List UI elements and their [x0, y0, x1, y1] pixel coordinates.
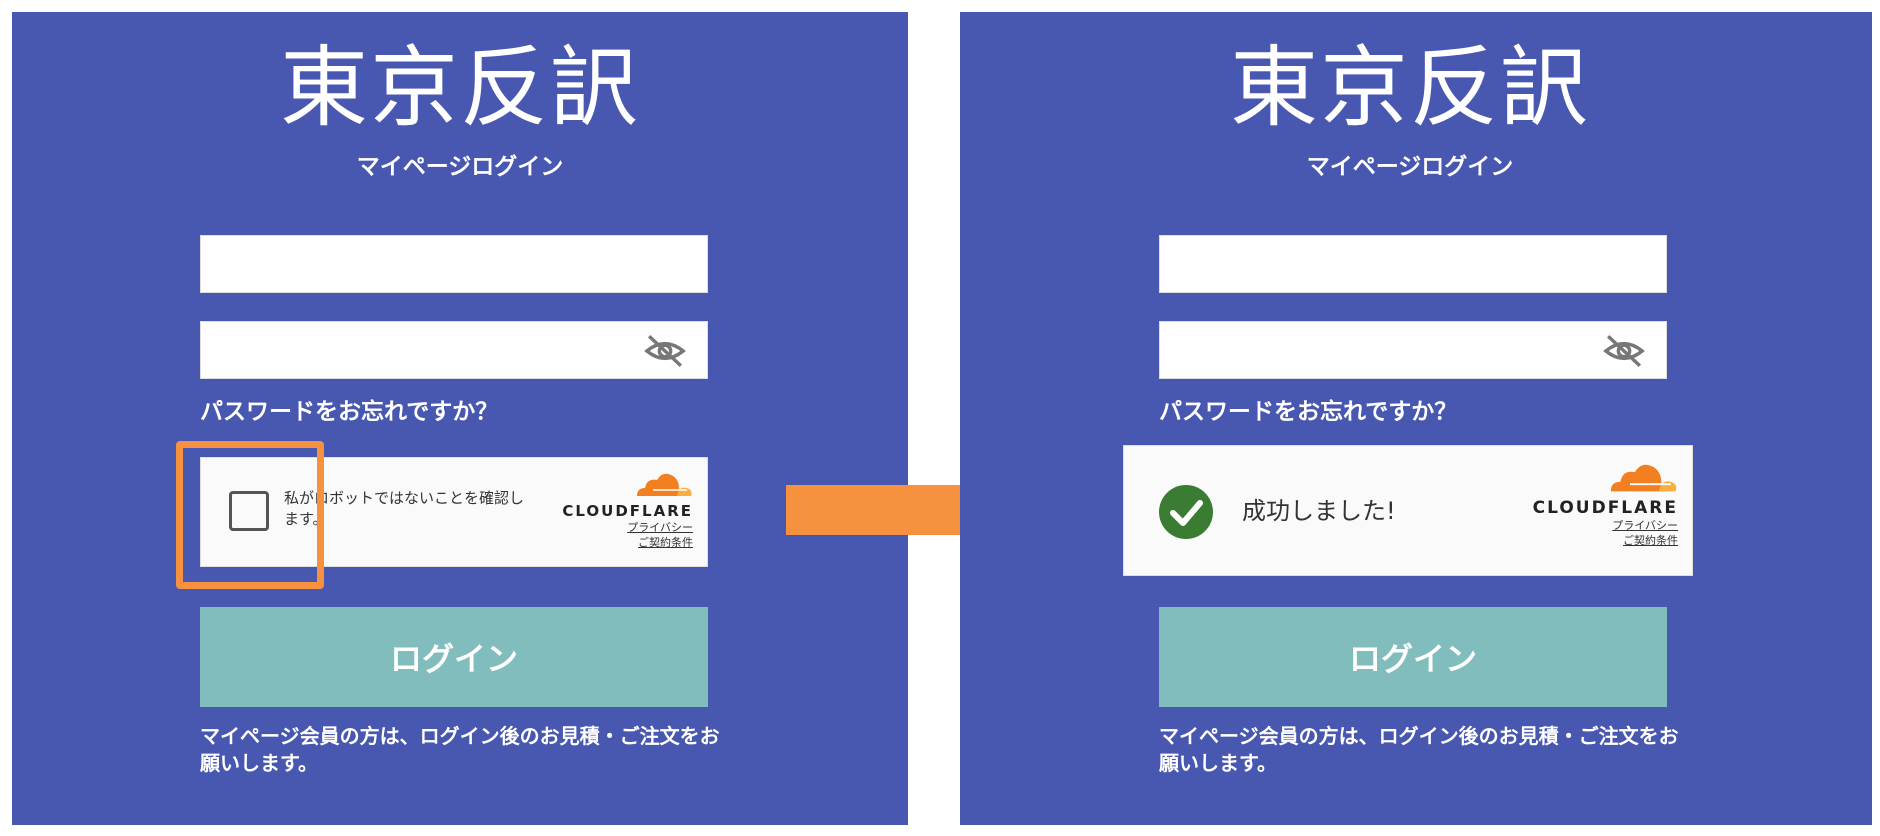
- highlight-box: [176, 441, 324, 589]
- cloudflare-branding: CLOUDFLARE プライバシー ご契約条件: [1533, 460, 1678, 548]
- login-note: マイページ会員の方は、ログイン後のお見積・ご注文をお願いします。: [1159, 724, 1679, 775]
- login-button[interactable]: ログイン: [1159, 607, 1667, 707]
- login-panel-after: 東京反訳 マイページログイン パスワードをお忘れですか？ 成功しました! CLO…: [960, 12, 1872, 825]
- login-button[interactable]: ログイン: [200, 607, 708, 707]
- eye-off-icon[interactable]: [1600, 334, 1648, 368]
- username-input[interactable]: [1159, 235, 1667, 293]
- captcha-label: 私がロボットではないことを確認します。: [284, 489, 525, 528]
- brand-logo: 東京反訳: [1229, 36, 1590, 139]
- page-subtitle: マイページログイン: [356, 154, 564, 180]
- privacy-link[interactable]: プライバシー: [1612, 519, 1678, 532]
- privacy-link[interactable]: プライバシー: [627, 521, 693, 534]
- cloudflare-cloud-icon: [633, 470, 693, 498]
- password-input[interactable]: [200, 321, 708, 379]
- forgot-password-link[interactable]: パスワードをお忘れですか？: [1159, 399, 1458, 425]
- login-note: マイページ会員の方は、ログイン後のお見積・ご注文をお願いします。: [200, 724, 720, 775]
- terms-link[interactable]: ご契約条件: [1623, 534, 1678, 547]
- captcha-checkbox[interactable]: [229, 491, 269, 531]
- turnstile-widget: 私がロボットではないことを確認します。 CLOUDFLARE プライバシー ご契…: [200, 457, 708, 567]
- page-subtitle: マイページログイン: [1306, 154, 1514, 180]
- turnstile-widget-success: 成功しました! CLOUDFLARE プライバシー ご契約条件: [1123, 445, 1693, 576]
- cloudflare-cloud-icon: [1606, 460, 1678, 494]
- password-input[interactable]: [1159, 321, 1667, 379]
- captcha-success-label: 成功しました!: [1242, 497, 1396, 525]
- arrow-right-icon: [786, 455, 1090, 563]
- cloudflare-branding: CLOUDFLARE プライバシー ご契約条件: [562, 470, 693, 550]
- eye-off-icon[interactable]: [641, 334, 689, 368]
- cloudflare-logo-text: CLOUDFLARE: [562, 502, 693, 520]
- cloudflare-logo-text: CLOUDFLARE: [1532, 498, 1678, 518]
- brand-logo: 東京反訳: [279, 36, 640, 139]
- username-input[interactable]: [200, 235, 708, 293]
- success-check-icon: [1159, 485, 1213, 539]
- forgot-password-link[interactable]: パスワードをお忘れですか？: [200, 399, 499, 425]
- login-panel-before: 東京反訳 マイページログイン パスワードをお忘れですか？ 私がロボットではないこ…: [12, 12, 908, 825]
- terms-link[interactable]: ご契約条件: [638, 536, 693, 549]
